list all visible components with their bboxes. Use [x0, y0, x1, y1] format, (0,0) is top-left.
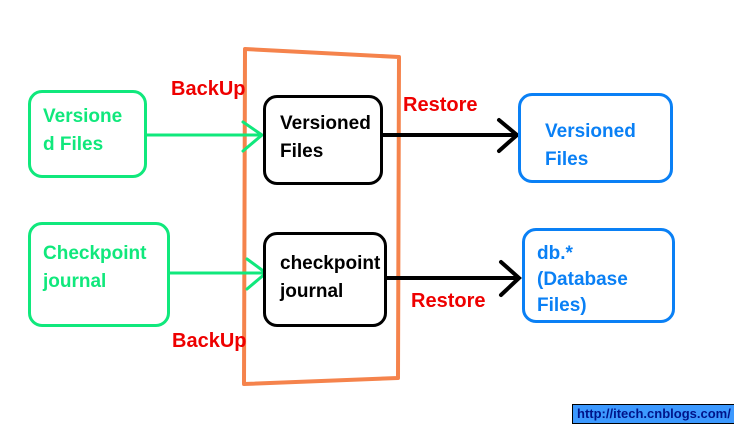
arrowhead-icon [499, 260, 522, 297]
source-checkpoint-journal-box: Checkpoint journal [28, 222, 170, 327]
restore-arrow-database [385, 260, 522, 297]
restore-database-files-box: db.* (Database Files) [522, 228, 675, 323]
backup-checkpoint-journal-box: checkpoint journal [263, 232, 387, 327]
restore-arrow-versioned [381, 118, 521, 153]
source-versioned-files-box: Versione d Files [28, 90, 147, 178]
backup-arrow-checkpoint [168, 257, 269, 291]
restore-versioned-files-box: Versioned Files [518, 93, 673, 183]
backup-versioned-files-box: Versioned Files [263, 95, 383, 185]
site-link[interactable]: http://itech.cnblogs.com/ [572, 404, 734, 424]
restore-label-top: Restore [403, 94, 478, 116]
arrowhead-icon [497, 118, 521, 153]
restore-label-bottom: Restore [411, 290, 486, 312]
backup-label-bottom: BackUp [172, 330, 247, 352]
arrowhead-icon [241, 120, 265, 153]
backup-arrow-versioned [145, 120, 265, 153]
backup-label-top: BackUp [171, 78, 246, 100]
